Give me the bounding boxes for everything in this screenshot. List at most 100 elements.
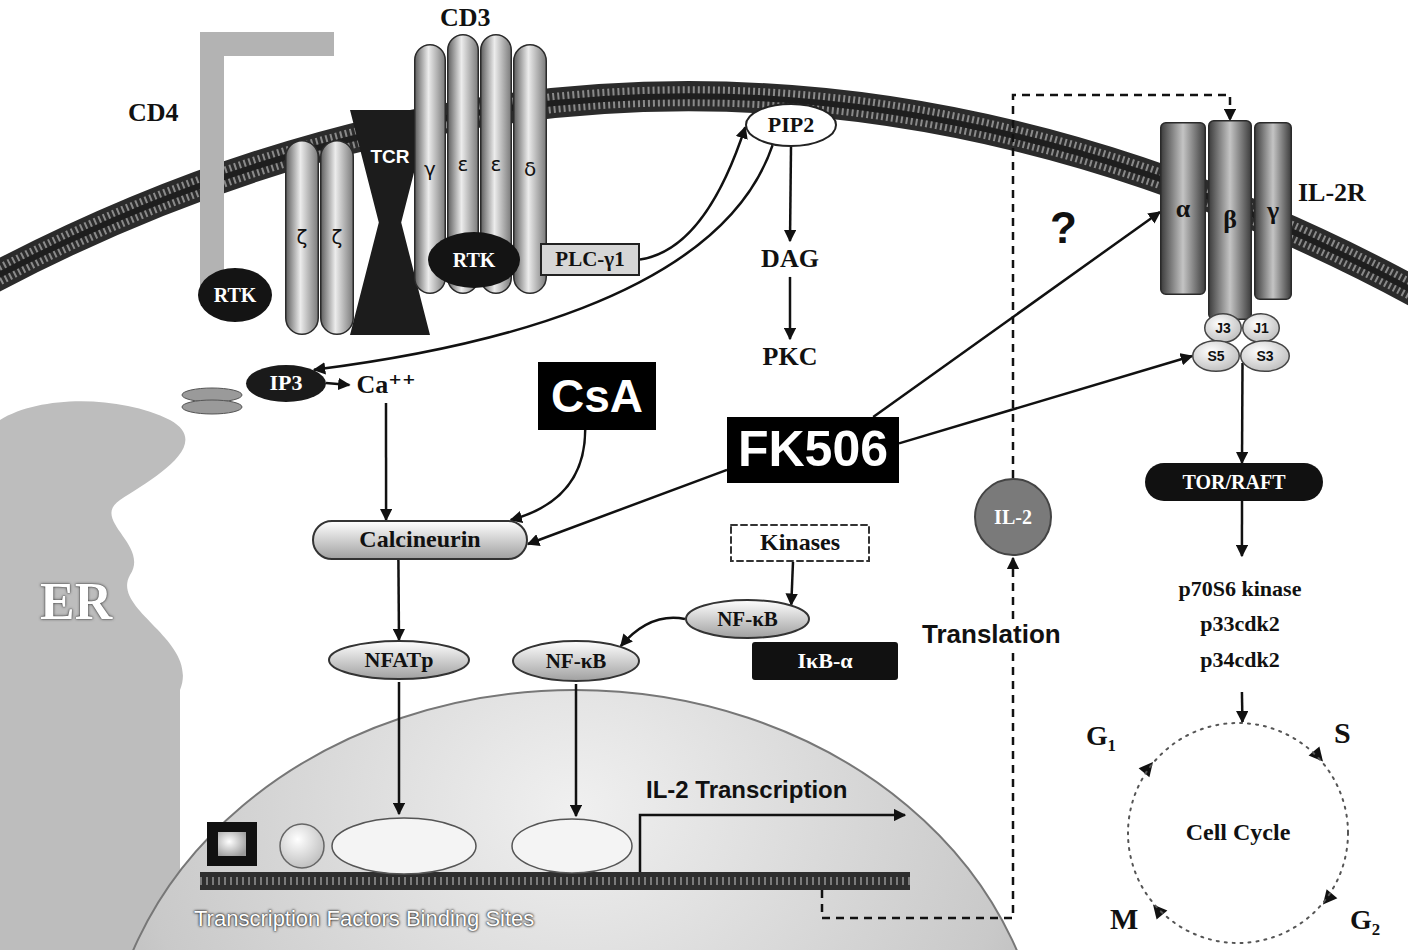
- inhibitor-box-fill: [752, 642, 898, 680]
- node-text: Ca⁺⁺: [356, 370, 415, 400]
- receptor-chain: β: [1208, 120, 1252, 320]
- binding-square-inner: [218, 832, 246, 856]
- connector-arrow: [621, 618, 685, 646]
- stat-oval-fill: [1193, 341, 1240, 372]
- node-text: ε: [491, 153, 502, 176]
- ion-text: Ca⁺⁺: [349, 367, 422, 403]
- node-text: TOR/RAFT: [1183, 471, 1286, 494]
- phase-label: G₁: [1086, 720, 1116, 752]
- kinase-box-fill: [731, 525, 869, 561]
- binding-arrow: [398, 682, 401, 814]
- node-text: RTK: [453, 249, 496, 272]
- factor-ellipse-fill: [329, 641, 469, 679]
- node-text: PIP2: [768, 112, 814, 137]
- messenger-text: DAG: [752, 241, 828, 277]
- cycle-arrowhead: [1309, 746, 1323, 761]
- receptor-chain: γ: [1254, 122, 1292, 300]
- node-text: Cell Cycle: [1186, 819, 1291, 847]
- binding-ellipse: [332, 818, 476, 874]
- lipid-ellipse-fill: [746, 104, 836, 146]
- node-text: p33cdk2: [1200, 611, 1279, 636]
- connector-arrow: [873, 212, 1160, 417]
- connector-arrow: [791, 562, 793, 605]
- phase-label: M: [1110, 902, 1138, 937]
- node-text: IκB-α: [797, 648, 852, 673]
- node-text: IP3: [270, 370, 303, 395]
- lipid-ellipse: PIP2: [745, 103, 837, 147]
- receptor-label: IL-2R: [1298, 178, 1366, 208]
- rtk-ellipse: RTK: [428, 232, 520, 288]
- kinase-oval-fill: [1205, 314, 1242, 343]
- cycle-arrowhead: [1139, 762, 1153, 777]
- node-text: NF-κB: [546, 649, 607, 673]
- connector-arrow: [640, 127, 745, 259]
- drug-box-fill: [538, 362, 656, 430]
- node-text: J1: [1253, 320, 1269, 336]
- kinase-oval-fill: [1243, 314, 1280, 343]
- cycle-arrowhead: [1323, 889, 1337, 904]
- node-text: ε: [458, 153, 469, 176]
- process-label: IL-2 Transcription: [646, 776, 847, 804]
- node-text: J3: [1215, 320, 1231, 336]
- node-text: γ: [1267, 196, 1279, 226]
- zeta-chain-fill: [321, 141, 354, 335]
- dna-band: [200, 872, 910, 890]
- translation-arrow: [822, 558, 1013, 918]
- node-text: TCR: [370, 146, 409, 168]
- node-text: PLC-γ1: [555, 247, 624, 271]
- dna-texture: [200, 877, 910, 885]
- connector-arrow: [511, 430, 585, 520]
- factor-ellipse-fill: [513, 641, 639, 681]
- er-channel: [182, 400, 242, 414]
- transcription-arrow: [640, 815, 905, 872]
- enzyme-box: PLC-γ1: [540, 243, 640, 276]
- stat-oval-fill: [1241, 341, 1290, 372]
- drug-box-fill: [727, 417, 899, 483]
- node-text: CsA: [551, 370, 643, 423]
- phosphatase-pill: Calcineurin: [312, 520, 528, 560]
- binding-square: [207, 822, 257, 866]
- node-text: β: [1223, 205, 1237, 235]
- connector-arrow: [326, 383, 349, 385]
- node-text: γ: [424, 158, 436, 181]
- zeta-chain: ζ: [285, 140, 319, 335]
- kinase-oval: J3: [1204, 313, 1242, 343]
- process-label: Translation: [918, 620, 1065, 650]
- complex-label: CD3: [440, 3, 491, 33]
- node-text: δ: [524, 158, 536, 181]
- receptor-chain-fill: [1255, 123, 1292, 300]
- region-label: Transcription Factors Binding Sites: [194, 906, 534, 931]
- zeta-chain: ζ: [320, 140, 354, 335]
- node-text: p34cdk2: [1200, 647, 1279, 672]
- kinase-text: PKC: [752, 339, 828, 375]
- stat-oval: S5: [1192, 340, 1240, 372]
- connector-arrow: [385, 403, 388, 520]
- receptor-chain-fill: [1209, 121, 1252, 320]
- connector-arrow: [790, 147, 791, 241]
- connector-arrow: [397, 560, 400, 640]
- organelle-label: ER: [40, 572, 112, 632]
- cytokine-circle-fill: [975, 479, 1051, 555]
- node-text: ζ: [297, 226, 308, 249]
- connector-arrow: [1241, 692, 1244, 722]
- node-text: p70S6 kinase: [1179, 576, 1302, 601]
- receptor-chain-fill: [1161, 123, 1206, 295]
- factor-ellipse-fill: [686, 600, 809, 638]
- cycle-circle-fill: [1128, 723, 1348, 943]
- kinase-pill: TOR/RAFT: [1145, 463, 1323, 501]
- er-shape: [0, 401, 185, 950]
- messenger-ellipse-fill: [246, 365, 326, 402]
- connector-arrow: [899, 356, 1192, 443]
- connector-arrow: [1241, 501, 1244, 556]
- rtk-ellipse-fill: [428, 232, 520, 288]
- phase-label: S: [1334, 716, 1351, 751]
- messenger-ellipse: IP3: [246, 365, 326, 402]
- kinase-list: p70S6 kinase p33cdk2 p34cdk2: [1120, 556, 1360, 692]
- binding-ellipse: [512, 819, 632, 873]
- enzyme-box-fill: [541, 244, 639, 275]
- factor-ellipse: NF-κB: [512, 640, 640, 682]
- connector-arrow: [528, 470, 727, 544]
- connector-arrow: [1241, 363, 1244, 463]
- node-text: NFATp: [365, 647, 434, 672]
